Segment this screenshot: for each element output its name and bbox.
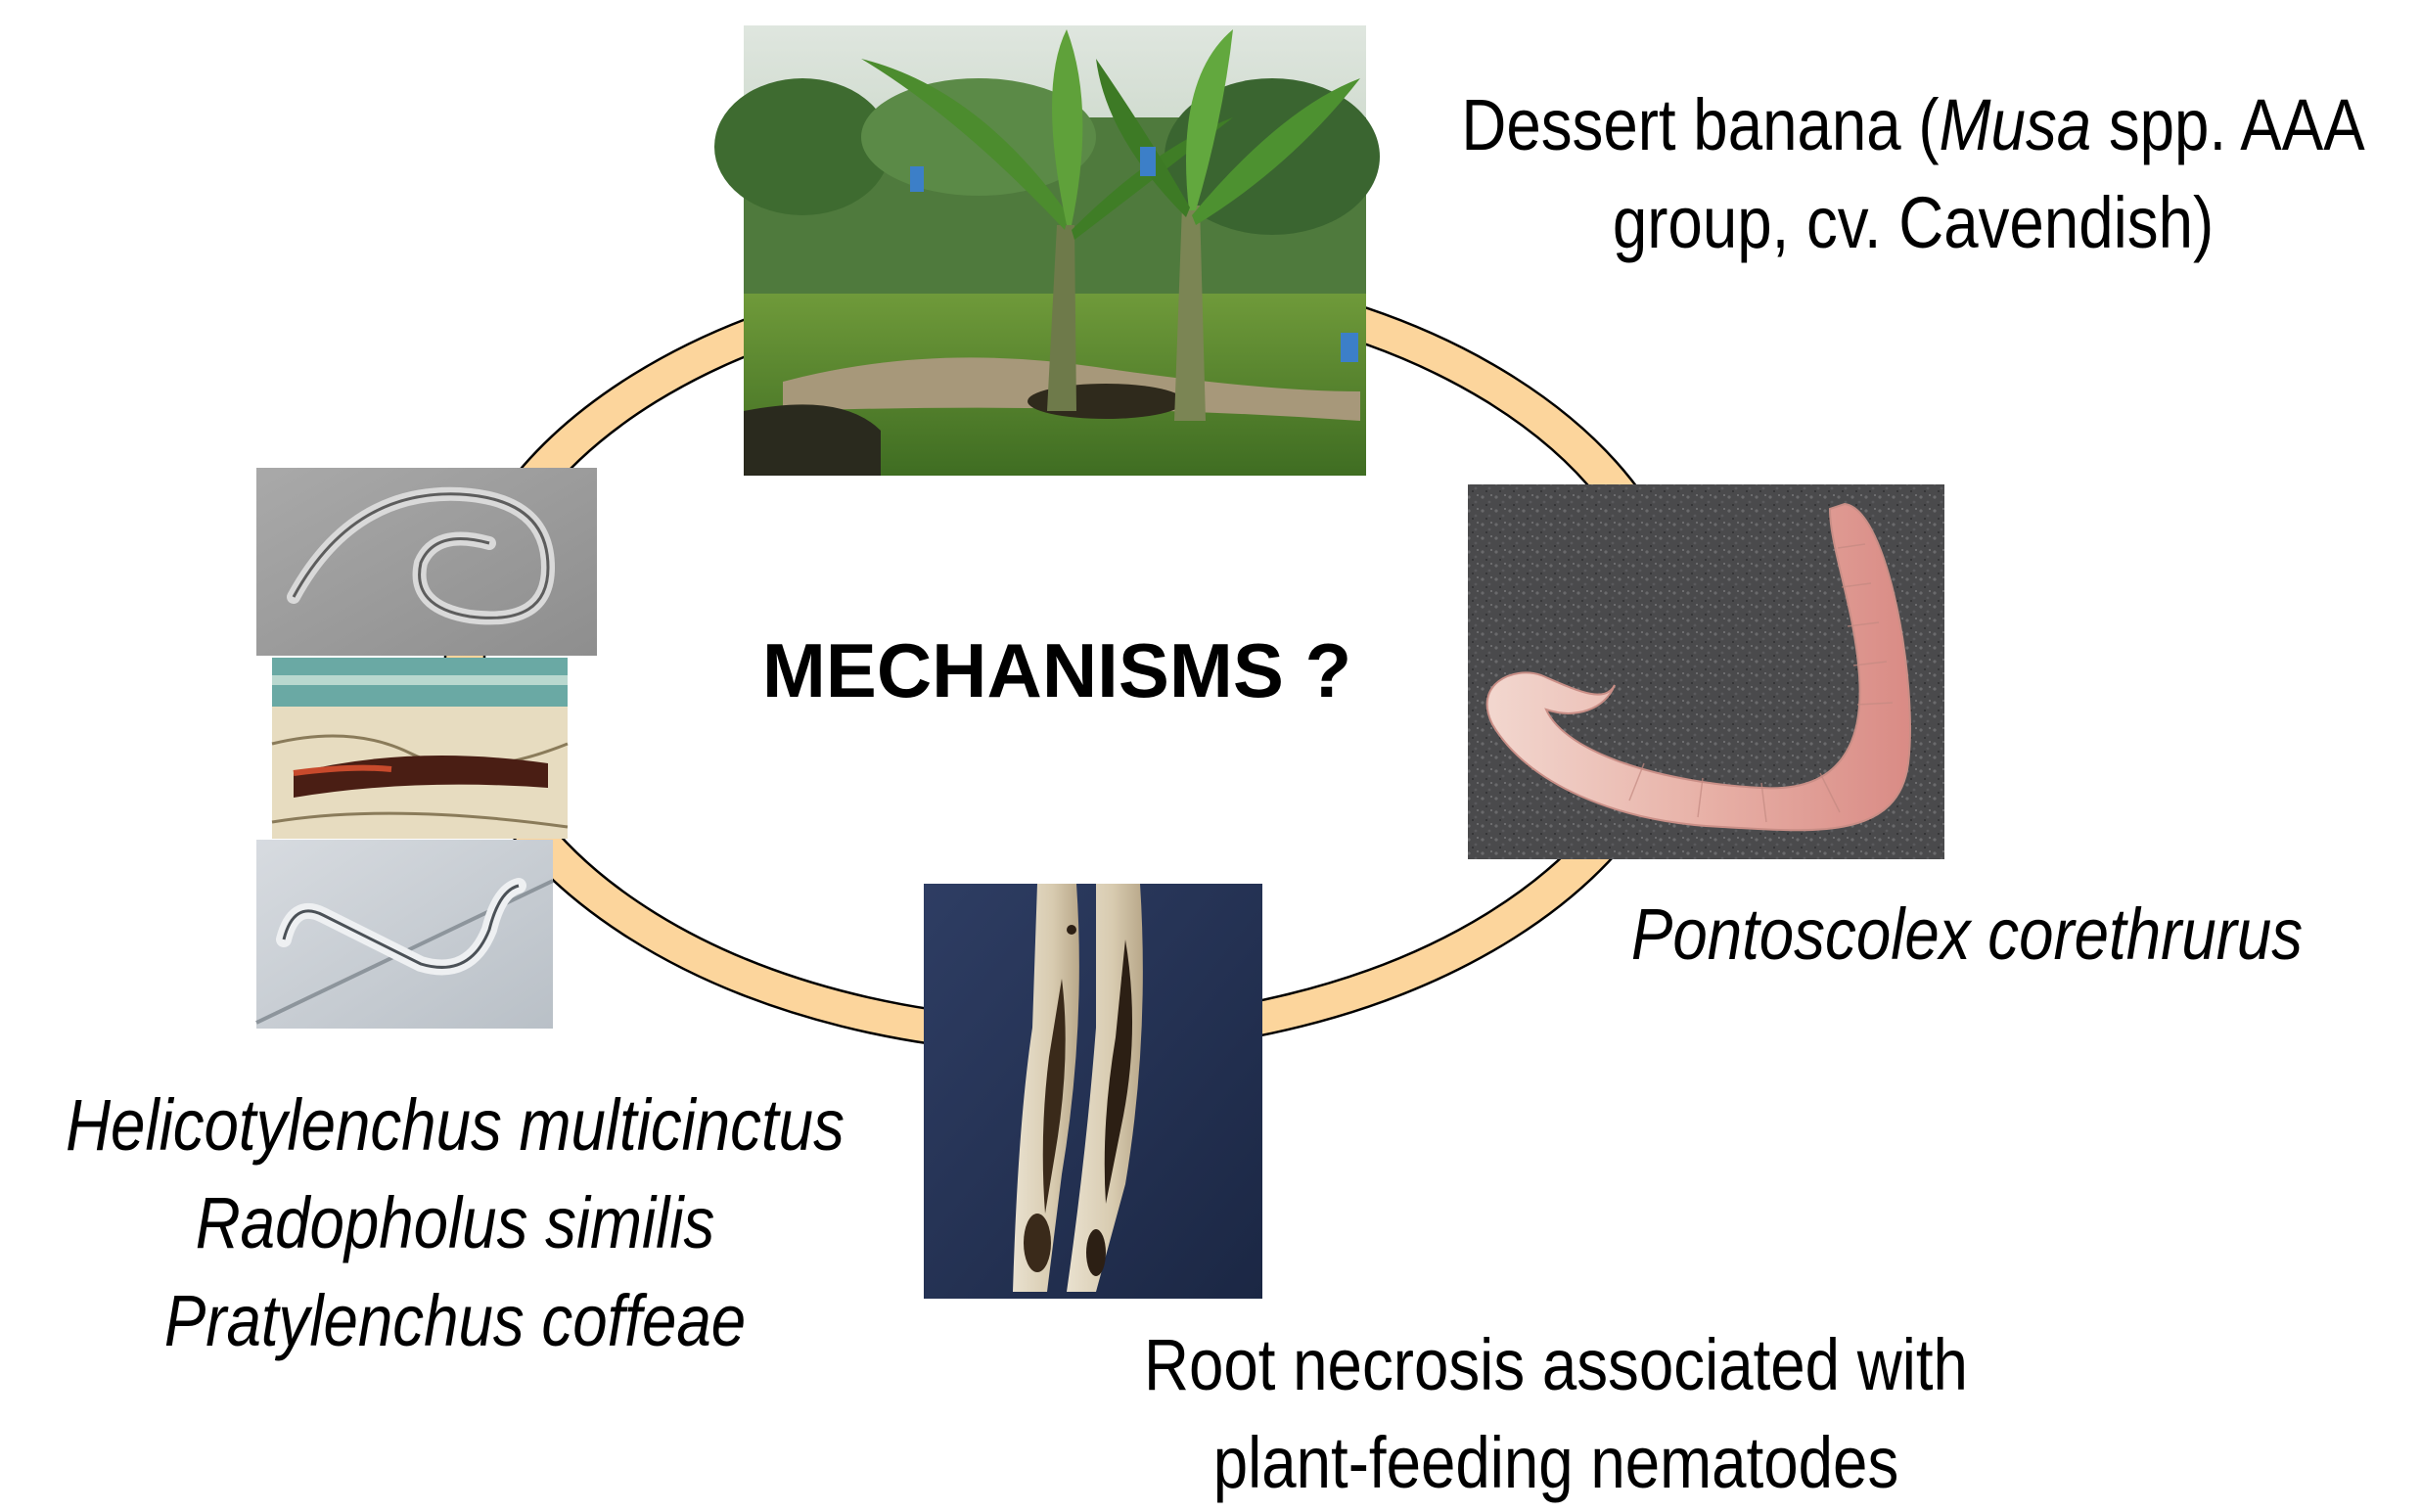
nematode-species-1: Helicotylenchus multicinctus (64, 1077, 846, 1174)
nematode-species-list: Helicotylenchus multicinctus Radopholus … (64, 1077, 846, 1370)
banana-label-suffix: spp. AAA (2091, 84, 2364, 165)
nematode-species-2: Radopholus similis (64, 1174, 846, 1272)
banana-plantation-photo (714, 25, 1380, 476)
banana-label-line2: group, cv. Cavendish) (1430, 174, 2398, 272)
earthworm-photo (1468, 484, 1944, 859)
earthworm-species: Pontoscolex corethrurus (1588, 886, 2346, 984)
banana-genus: Musa (1940, 84, 2092, 165)
banana-label-prefix: Dessert banana ( (1461, 84, 1939, 165)
earthworm-label: Pontoscolex corethrurus (1588, 886, 2346, 984)
root-necrosis-line2: plant-feeding nematodes (1093, 1414, 2019, 1512)
banana-label-line1: Dessert banana (Musa spp. AAA (1430, 76, 2398, 174)
nematode-micrograph-2 (256, 840, 553, 1029)
necrotic-roots-photo (924, 884, 1262, 1299)
nematode-species-3: Pratylenchus coffeae (64, 1272, 846, 1370)
nematode-micrograph-1 (256, 468, 597, 656)
mechanisms-question: MECHANISMS ? (685, 621, 1429, 719)
root-necrosis-label: Root necrosis associated with plant-feed… (1093, 1316, 2019, 1512)
banana-label: Dessert banana (Musa spp. AAA group, cv.… (1430, 76, 2398, 272)
root-necrosis-line1: Root necrosis associated with (1093, 1316, 2019, 1414)
nematode-in-root-tissue (272, 658, 568, 839)
